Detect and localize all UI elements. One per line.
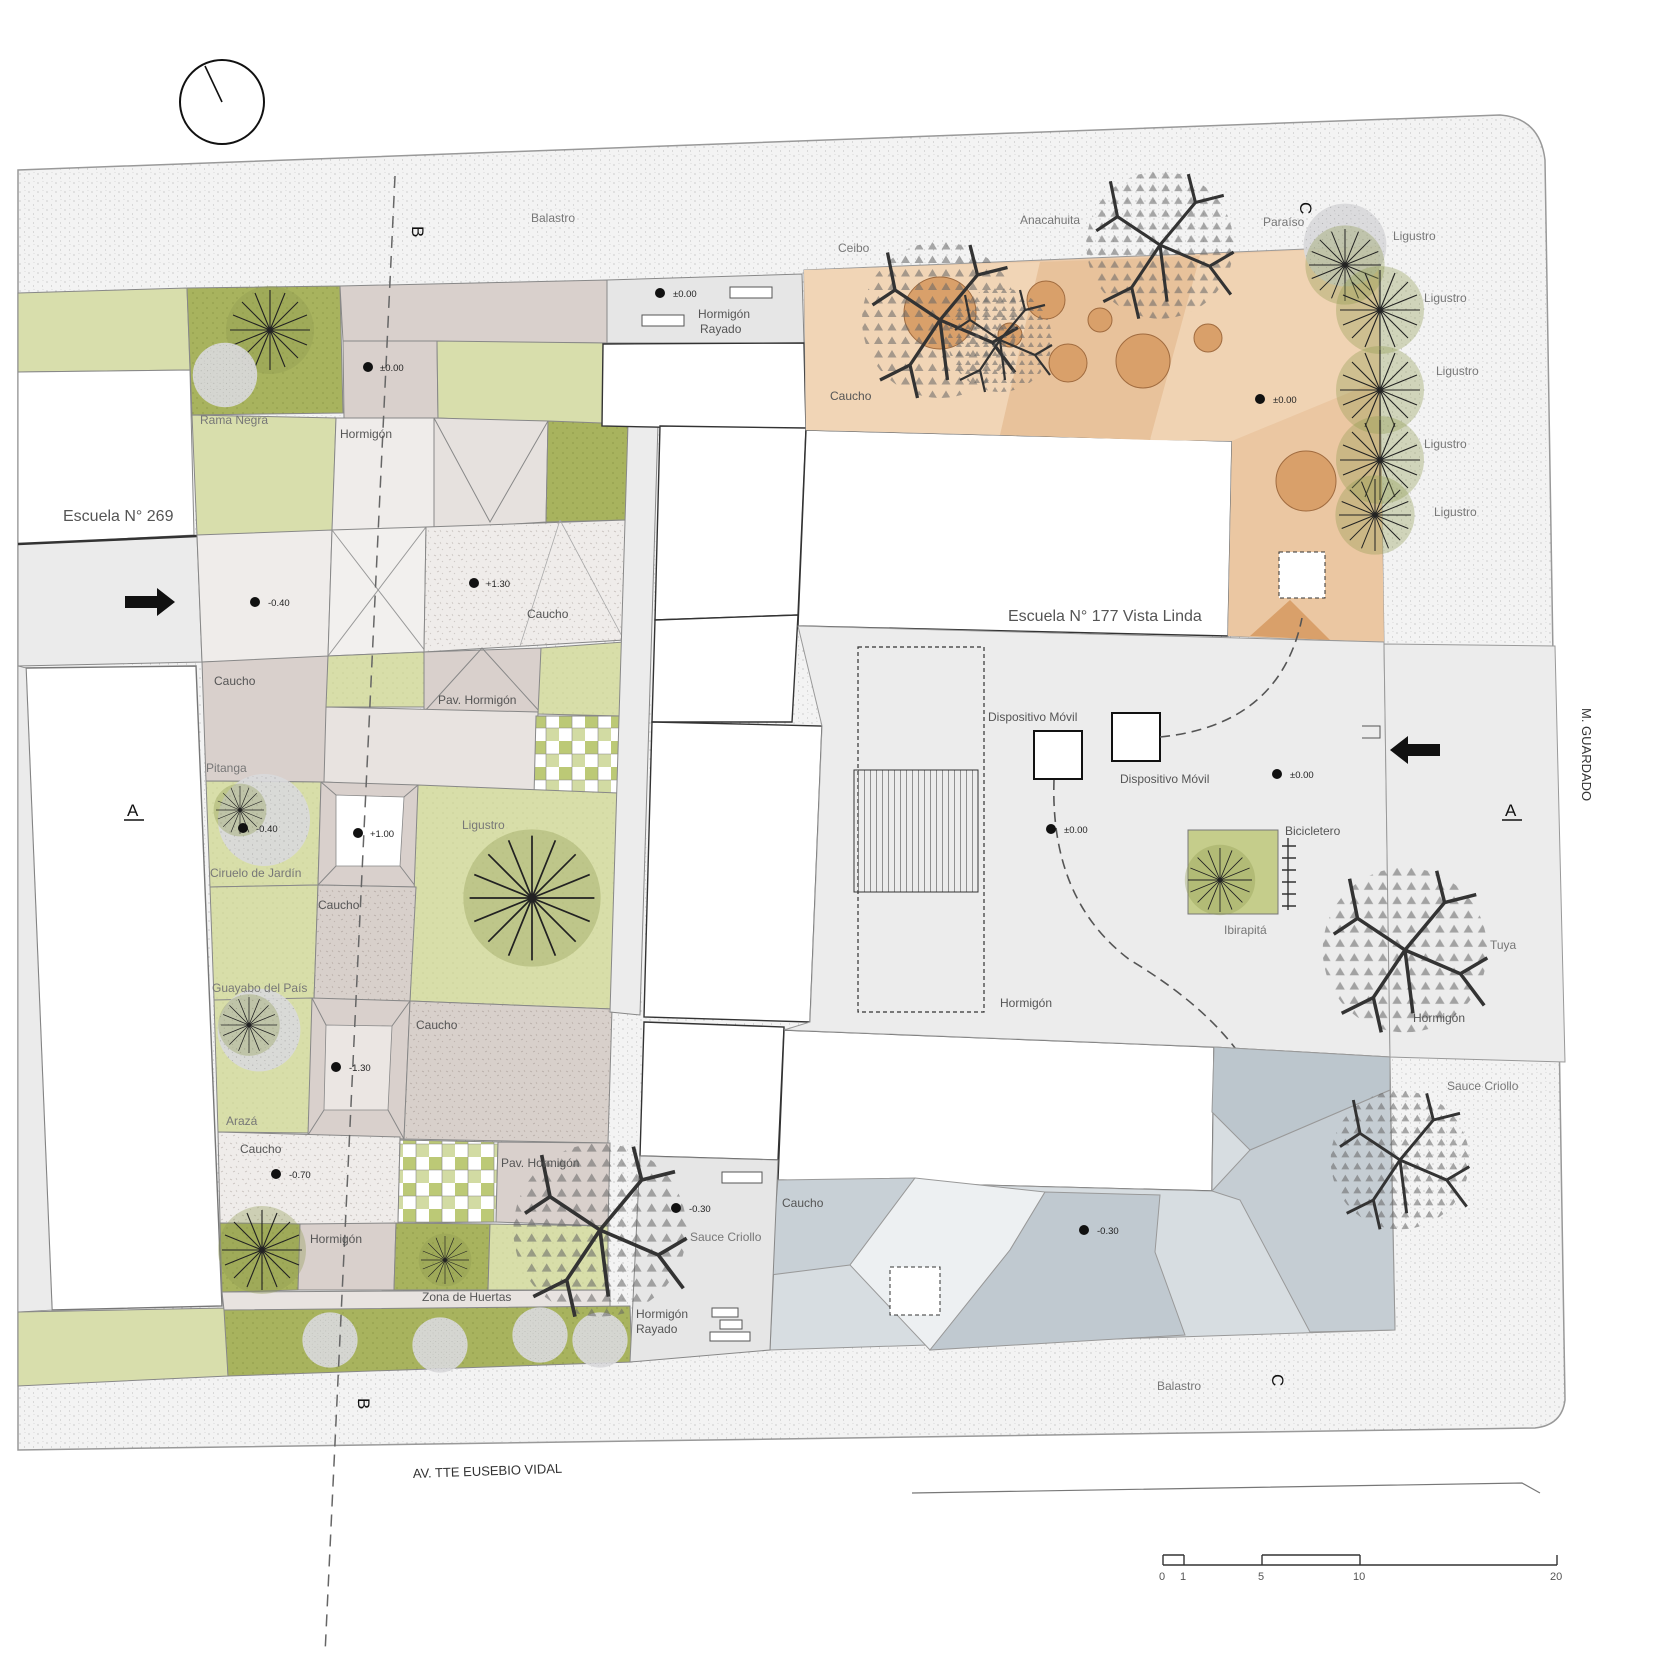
scale-tick-1: 1 (1180, 1571, 1186, 1583)
label-pav-hormigon-1: Pav. Hormigón (438, 693, 516, 707)
central-buildings (601, 342, 1233, 1192)
label-hormigon-east: Hormigón (1413, 1011, 1465, 1025)
street-east-label: M. GUARDADO (1579, 708, 1594, 801)
entry-arrows (125, 588, 1440, 764)
label-dispositivo-movil-2: Dispositivo Móvil (1120, 772, 1209, 786)
label-sauce-criollo-1: Sauce Criollo (1447, 1079, 1519, 1093)
level-5: -0.40 (268, 598, 290, 609)
arrow-right-icon (125, 588, 175, 616)
label-ibirapita: Ibirapitá (1224, 923, 1267, 937)
escuela-269-building (17, 287, 229, 1387)
scale-bar: 0 1 5 10 20 (1159, 1554, 1562, 1583)
label-ligustro-left: Ligustro (462, 818, 505, 832)
label-dispositivo-movil-1: Dispositivo Móvil (988, 710, 1077, 724)
scale-tick-0: 0 (1159, 1571, 1165, 1583)
label-balastro-south: Balastro (1157, 1379, 1201, 1393)
label-hormigon-plaza: Hormigón (1000, 996, 1052, 1010)
label-ligustro-4: Ligustro (1424, 437, 1467, 451)
section-marker-b-bottom: B (354, 1398, 373, 1409)
section-marker-a-right: A (1505, 801, 1517, 820)
label-caucho-2: Caucho (214, 674, 256, 688)
bluegrey-plaza (769, 1046, 1396, 1351)
label-ceibo: Ceibo (838, 241, 870, 255)
label-caucho-4: Caucho (416, 1018, 458, 1032)
label-anacahuita: Anacahuita (1020, 213, 1080, 227)
level-7: +1.00 (370, 829, 394, 840)
section-marker-c-bottom: C (1268, 1374, 1287, 1386)
label-ligustro-1: Ligustro (1393, 229, 1436, 243)
label-hormigon-rayado-1a: Hormigón (698, 307, 750, 321)
section-marker-a-left: A (127, 801, 139, 820)
level-4: +1.30 (486, 579, 510, 590)
scale-tick-20: 20 (1550, 1571, 1562, 1583)
level-2: ±0.00 (380, 363, 404, 374)
arrow-left-icon (1390, 736, 1440, 764)
level-8: ±0.00 (1290, 770, 1314, 781)
level-10: -1.30 (349, 1063, 371, 1074)
escuela-177-label: Escuela N° 177 Vista Linda (1008, 608, 1202, 625)
label-caucho-1: Caucho (527, 607, 569, 621)
level-13: -0.30 (1097, 1226, 1119, 1237)
level-6: -0.40 (256, 824, 278, 835)
label-zona-huertas: Zona de Huertas (422, 1290, 511, 1304)
label-ligustro-2: Ligustro (1424, 291, 1467, 305)
north-arrow-icon (179, 59, 265, 145)
label-hormigon-rayado-2a: Hormigón (636, 1307, 688, 1321)
label-araza: Arazá (226, 1114, 258, 1128)
hormigon-rayado-north-marks (641, 286, 773, 327)
label-ligustro-3: Ligustro (1436, 364, 1479, 378)
label-caucho-6: Caucho (782, 1196, 824, 1210)
level-3: ±0.00 (1273, 395, 1297, 406)
label-guayabo: Guayabo del País (212, 981, 307, 995)
label-pitanga: Pitanga (206, 761, 247, 775)
scale-tick-5: 5 (1258, 1571, 1264, 1583)
label-ligustro-5: Ligustro (1434, 505, 1477, 519)
level-12: -0.30 (689, 1204, 711, 1215)
label-hormigon-rayado-2b: Rayado (636, 1322, 678, 1336)
level-11: -0.70 (289, 1170, 311, 1181)
label-sauce-criollo-2: Sauce Criollo (690, 1230, 762, 1244)
label-ciruelo: Ciruelo de Jardín (210, 866, 301, 880)
label-hormigon-rayado-1b: Rayado (700, 322, 742, 336)
label-tuya: Tuya (1490, 938, 1517, 952)
label-caucho-orange: Caucho (830, 389, 872, 403)
escuela-269-label: Escuela N° 269 (63, 508, 174, 525)
label-hormigon-1: Hormigón (340, 427, 392, 441)
label-caucho-3: Caucho (318, 898, 360, 912)
label-balastro-north: Balastro (531, 211, 575, 225)
section-line-b (324, 175, 396, 1654)
section-marker-b-top: B (408, 226, 427, 237)
section-marker-c-top: C (1296, 202, 1315, 214)
level-markers (238, 288, 1282, 1235)
street-south-label: AV. TTE EUSEBIO VIDAL (413, 1461, 563, 1481)
label-rama-negra: Rama Negra (200, 413, 268, 427)
scale-tick-10: 10 (1353, 1571, 1365, 1583)
label-paraiso: Paraíso (1263, 215, 1305, 229)
level-1: ±0.00 (673, 289, 697, 300)
label-caucho-5: Caucho (240, 1142, 282, 1156)
level-9: ±0.00 (1064, 825, 1088, 836)
label-hormigon-2: Hormigón (310, 1232, 362, 1246)
label-bicicletero: Bicicletero (1285, 824, 1341, 838)
label-pav-hormigon-2: Pav. Hormigón (501, 1156, 579, 1170)
